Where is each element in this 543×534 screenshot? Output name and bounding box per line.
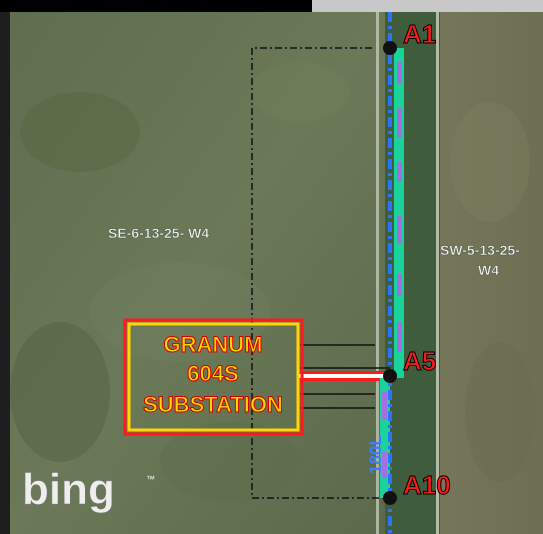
bing-logo: bing [22, 465, 115, 514]
aerial-map[interactable]: A1 A5 A10 180L SE-6-13-25- W4 SW-5-13-25… [0, 12, 543, 534]
substation-feed-line [298, 371, 390, 381]
point-a5-label: A5 [403, 346, 436, 376]
point-a1-label: A1 [403, 19, 436, 49]
point-a10-label: A10 [403, 470, 451, 500]
point-a10-marker[interactable] [383, 491, 397, 505]
parcel-label-east-2: W4 [478, 262, 499, 278]
aerial-imagery [0, 12, 543, 534]
point-a1-marker[interactable] [383, 41, 397, 55]
top-border-bar-right [312, 0, 543, 12]
top-border-bar [0, 0, 312, 12]
substation-callout[interactable]: GRANUM 604S SUBSTATION [123, 318, 304, 436]
parcel-label-west: SE-6-13-25- W4 [108, 225, 209, 241]
substation-connector-lines [300, 344, 390, 409]
substation-type: SUBSTATION [143, 392, 283, 417]
parcel-boundary [251, 47, 390, 499]
substation-name: GRANUM [164, 332, 263, 357]
point-a5-marker[interactable] [383, 369, 397, 383]
bing-trademark-icon: ™ [146, 474, 155, 484]
parcel-label-east-1: SW-5-13-25- [440, 242, 520, 258]
line-label-180l: 180L [366, 435, 385, 474]
substation-id: 604S [187, 361, 238, 386]
corridor-stripe [380, 48, 404, 498]
